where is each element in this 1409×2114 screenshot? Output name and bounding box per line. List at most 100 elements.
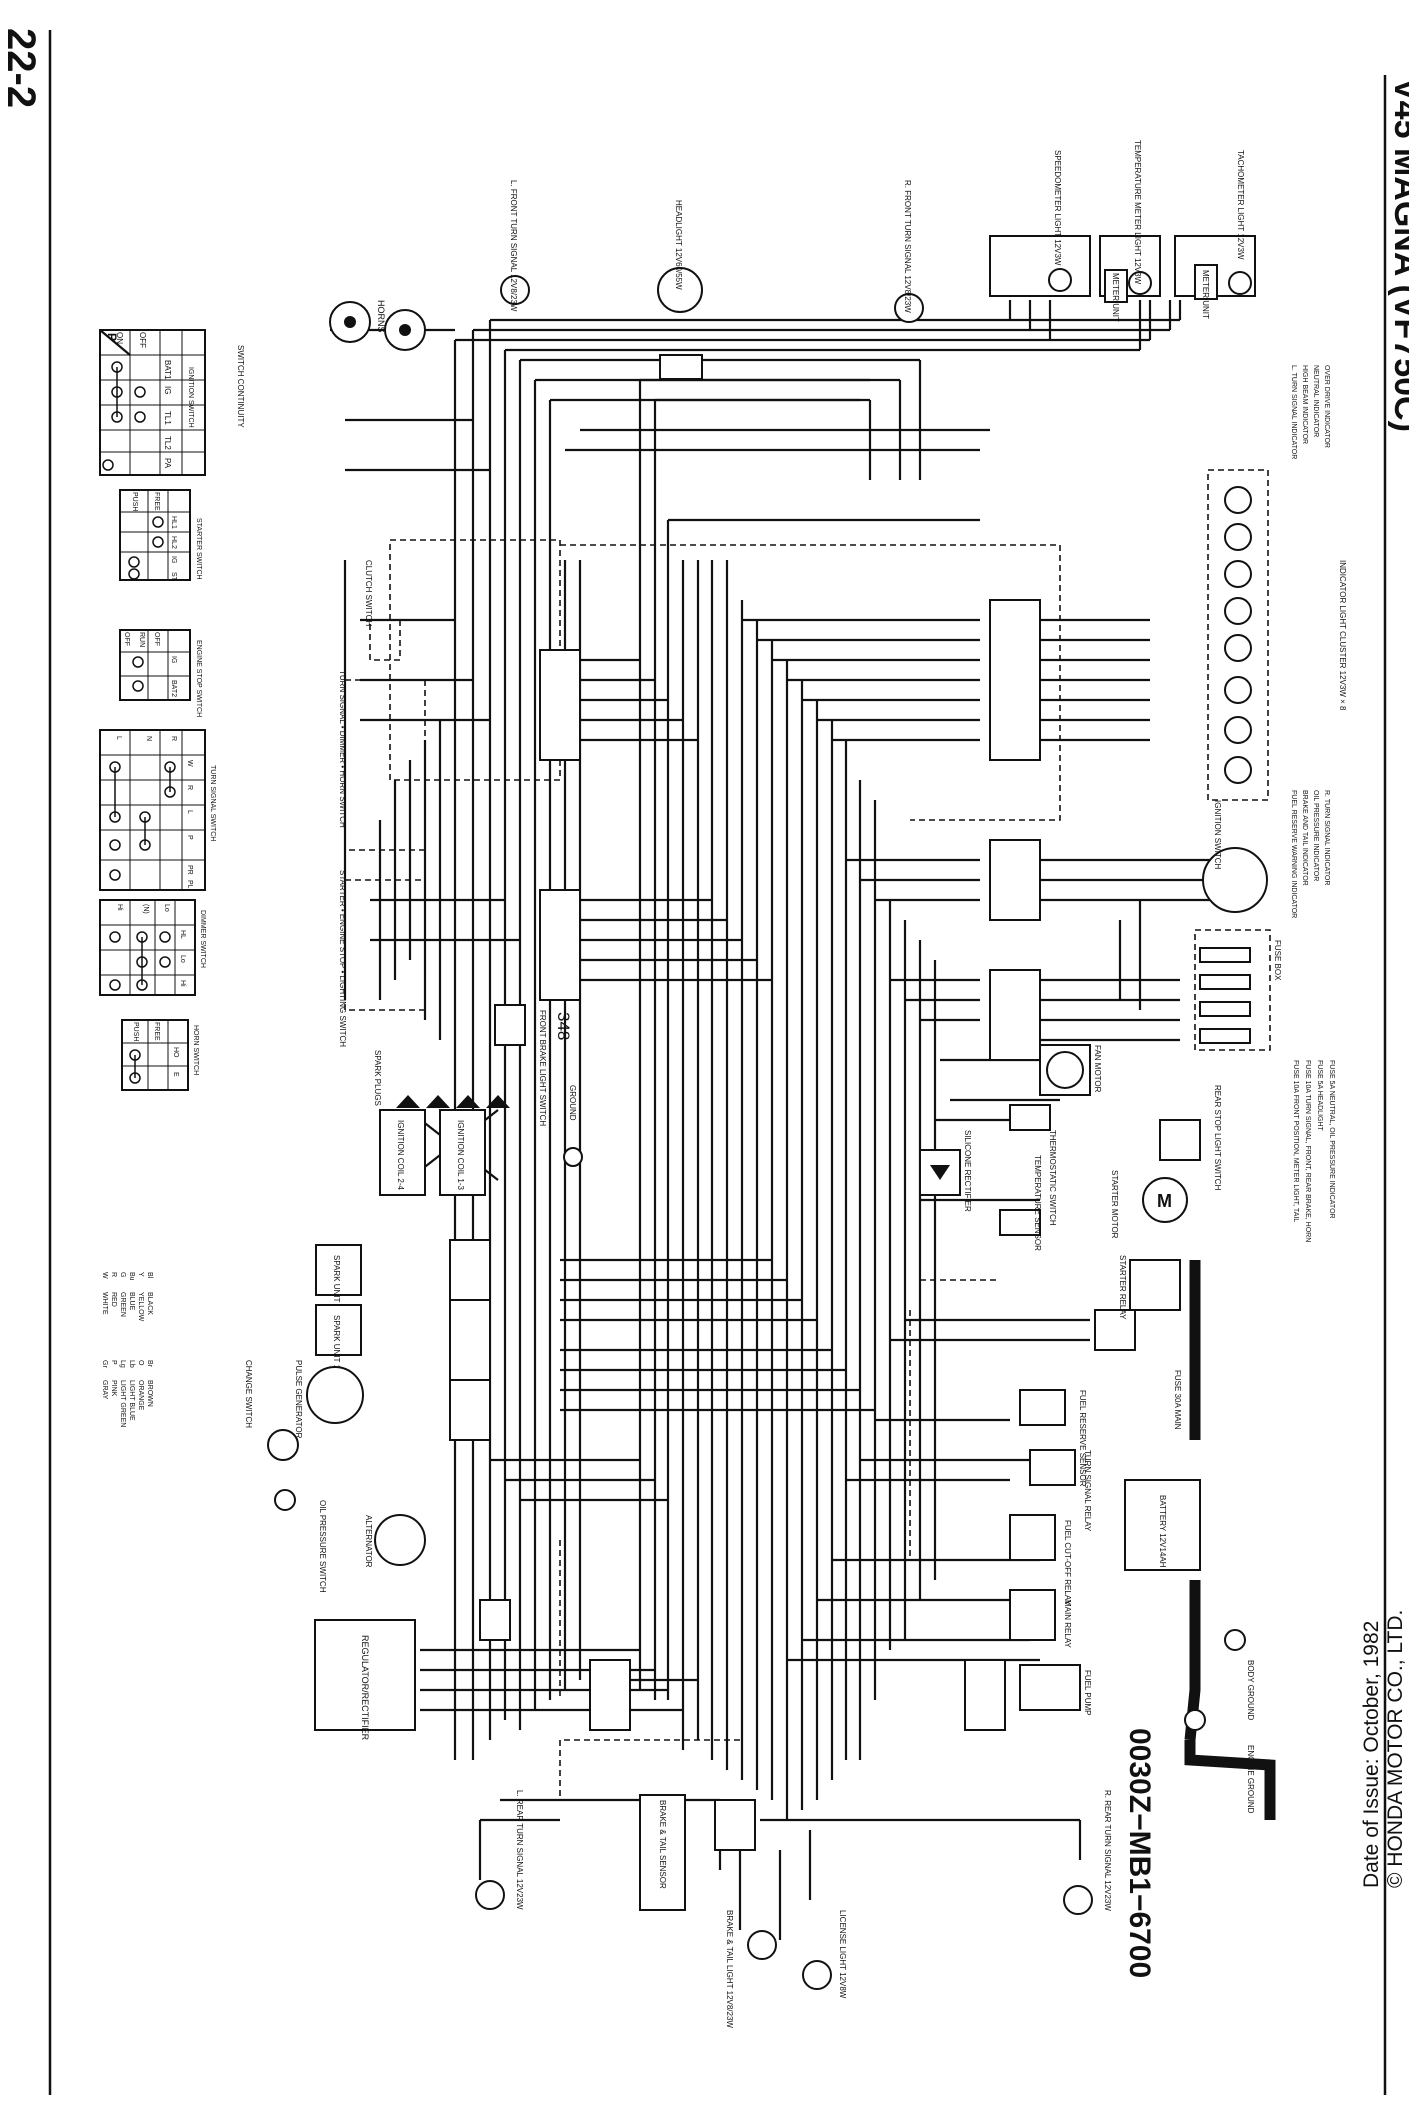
color-name-white: WHITE — [101, 1292, 108, 1315]
starter-relay-box — [1129, 1259, 1181, 1311]
engine-stop-row-off-2: OFF — [123, 632, 130, 646]
indicator-bottom-1: R. TURN SIGNAL INDICATOR — [1323, 790, 1330, 885]
color-name-light-green: LIGHT GREEN — [119, 1380, 126, 1427]
tachometer-label: TACHOMETER LIGHT 12V3W — [1236, 150, 1245, 260]
regulator-rectifier-box — [314, 1619, 416, 1731]
dimmer-col-hl: HL — [179, 930, 186, 939]
dimmer-row-n: (N) — [142, 904, 149, 914]
spark-unit-13-label: SPARK UNIT 1-3 — [332, 1315, 341, 1377]
front-lamps: R. FRONT TURN SIGNAL 12V8/23W HEADLIGHT … — [329, 180, 924, 380]
ign-table-title: IGNITION SWITCH — [187, 367, 194, 428]
tachometer-bulb — [1228, 271, 1252, 295]
color-code-y: Y — [137, 1272, 144, 1277]
color-code-w: W — [101, 1272, 108, 1279]
color-name-black: BLACK — [146, 1292, 153, 1315]
starter-col-hl2: HL2 — [170, 536, 177, 549]
fuse-2 — [1199, 974, 1251, 990]
r-rear-turn-bulb — [1063, 1885, 1093, 1915]
meter-unit-b — [1194, 264, 1218, 300]
color-name-gray: GRAY — [101, 1380, 108, 1400]
l-rear-turn-bulb — [475, 1880, 505, 1910]
engine-stop-col-ig: IG — [170, 656, 177, 663]
starter-row-free: FREE — [153, 492, 160, 511]
indicator-light-cluster: INDICATOR LIGHT CLUSTER 12V3W × 8 OVER D… — [1207, 365, 1347, 918]
connector-fuel-pump — [964, 1659, 1006, 1731]
indicator-bulb-5 — [1224, 634, 1252, 662]
temperature-label: TEMPERATURE METER LIGHT 12V3W — [1133, 140, 1142, 285]
headlight-socket — [659, 354, 703, 380]
diode-icon — [930, 1165, 950, 1180]
left-side-components: CLUTCH SWITCH TURN SIGNAL • DIMMER • HOR… — [244, 560, 583, 1741]
connector-l-turn — [539, 649, 581, 761]
color-code-bl: Bl — [146, 1272, 153, 1279]
battery-label: BATTERY 12V14AH — [1158, 1495, 1167, 1568]
color-name-yellow: YELLOW — [137, 1292, 144, 1322]
fuel-cutoff-relay-label: FUEL CUT-OFF RELAY — [1063, 1520, 1072, 1606]
dimmer-switch-table: DIMMER SWITCH HL Lo Hi Lo (N) Hi — [99, 899, 206, 996]
ign-col-tl2: TL2 — [163, 436, 172, 450]
speedometer-housing — [989, 235, 1091, 297]
ignition-coil-24-box — [379, 1109, 426, 1196]
turn-col-p: P — [186, 835, 193, 840]
dimmer-row-hi: Hi — [116, 904, 123, 911]
ignition-switch-label: IGNITION SWITCH — [1213, 800, 1222, 870]
ignition-switch-table: IGNITION SWITCH BAT1 IG TL1 TL2 PA OFF O… — [99, 329, 206, 476]
body-ground-label: BODY GROUND — [1246, 1660, 1255, 1721]
silicone-rectifier-box — [919, 1149, 961, 1196]
color-code-gr: Gr — [101, 1360, 108, 1368]
ignition-coil-13-label: IGNITION COIL 1-3 — [456, 1120, 465, 1190]
indicator-top-2: NEUTRAL INDICATOR — [1312, 365, 1319, 437]
rear-stop-switch-label: REAR STOP LIGHT SWITCH — [1213, 1085, 1222, 1191]
engine-ground-icon — [1184, 1709, 1206, 1731]
starter-relay-label: STARTER RELAY — [1118, 1255, 1127, 1320]
connector-rear — [714, 1799, 756, 1851]
indicator-bulb-2 — [1224, 523, 1252, 551]
starter-row-push: PUSH — [131, 492, 138, 511]
color-code-g: G — [119, 1272, 126, 1277]
starter-col-st: ST — [170, 572, 177, 582]
indicator-top-4: L. TURN SIGNAL INDICATOR — [1290, 365, 1297, 459]
color-name-pink: PINK — [110, 1380, 117, 1397]
ign-row-on: ON — [115, 332, 124, 344]
fuel-pump-box — [1019, 1664, 1081, 1711]
color-code-p: P — [110, 1360, 117, 1365]
brake-tail-sensor-box — [639, 1794, 686, 1911]
starter-table-title: STARTER SWITCH — [195, 518, 202, 580]
front-brake-switch-box — [494, 1004, 526, 1046]
indicator-bottom-3: BRAKE AND TAIL INDICATOR — [1301, 790, 1308, 886]
color-name-red: RED — [110, 1292, 117, 1307]
r-front-turn-bulb — [894, 293, 924, 323]
spark-unit-24-label: SPARK UNIT 2-4 — [332, 1255, 341, 1317]
headlight-bulb — [657, 267, 703, 313]
horn-1-center-icon — [344, 316, 356, 328]
turn-signal-switch-table: TURN SIGNAL SWITCH W R L P PR PL R N L — [99, 729, 216, 891]
brake-tail-bulb — [747, 1930, 777, 1960]
horn-switch-table: HORN SWITCH HO E FREE PUSH — [121, 1019, 199, 1091]
color-code-lb: Lb — [128, 1360, 135, 1368]
connector-alternator — [479, 1599, 511, 1641]
turn-col-l: L — [186, 810, 193, 814]
ignition-and-fuse-box: IGNITION SWITCH FUSE BOX FUSE 5A NEUTRAL… — [1194, 800, 1335, 1242]
starter-stop-light-box — [344, 879, 426, 1011]
fuse-box-label: FUSE BOX — [1273, 940, 1282, 981]
alternator-icon — [374, 1514, 426, 1566]
connector-r-ignition — [989, 839, 1041, 921]
turn-table-title: TURN SIGNAL SWITCH — [209, 765, 216, 841]
engine-stop-row-run: RUN — [138, 632, 145, 647]
pulse-generator-icon — [306, 1366, 364, 1424]
dimmer-row-lo: Lo — [163, 904, 170, 912]
ground-icon — [563, 1147, 583, 1167]
body-ground-icon — [1224, 1629, 1246, 1651]
color-code-br: Br — [146, 1360, 153, 1368]
turn-col-pl: PL — [186, 880, 193, 889]
horn-2-center-icon — [399, 324, 411, 336]
speedometer-label: SPEEDOMETER LIGHT 12V3W — [1053, 150, 1062, 266]
rear-stop-switch-box — [1159, 1119, 1201, 1161]
fuse-30a-label: FUSE 30A MAIN — [1173, 1370, 1182, 1430]
rear-lamps: L. REAR TURN SIGNAL 12V23W R. REAR TURN … — [475, 1790, 1112, 2028]
temperature-bulb — [1128, 271, 1152, 295]
engine-stop-table-title: ENGINE STOP SWITCH — [195, 640, 202, 717]
ignition-coil-13-box — [439, 1109, 486, 1196]
pulse-generator-label: PULSE GENERATOR — [294, 1360, 303, 1439]
